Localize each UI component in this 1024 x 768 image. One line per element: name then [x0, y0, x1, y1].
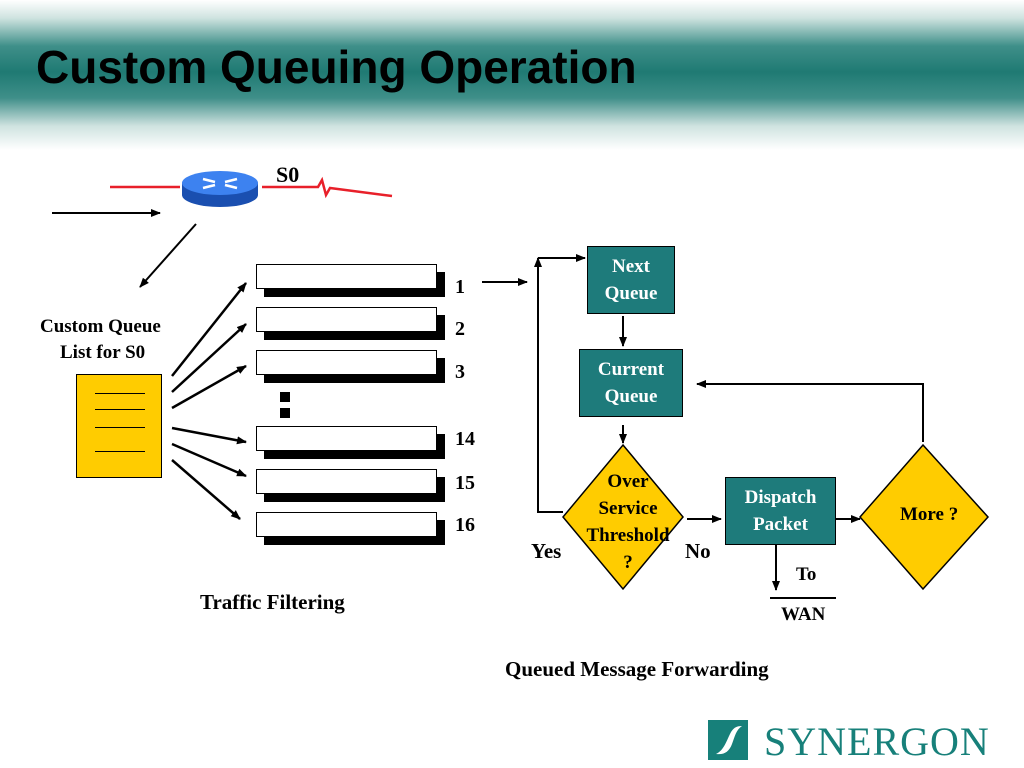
queue-bar-2 [256, 307, 445, 340]
fan-arrow-3 [171, 364, 247, 410]
synergon-logo: SYNERGON [708, 720, 1008, 764]
to-label: To [796, 564, 817, 585]
current-queue-line2: Queue [604, 386, 658, 407]
threshold-diamond [562, 443, 684, 591]
fan-arrow-14 [171, 426, 247, 445]
threshold-line1: Over [607, 471, 649, 492]
fan-arrow-16 [171, 459, 241, 520]
current-queue-line1: Current [597, 359, 665, 380]
queued-forwarding-label: Queued Message Forwarding [505, 657, 769, 681]
no-label: No [685, 539, 711, 563]
wan-label: WAN [781, 604, 826, 625]
queue-bar-14 [256, 426, 445, 459]
router-to-list-arrow [139, 223, 197, 288]
queue-number: 16 [455, 514, 475, 536]
queue-list-document-icon [76, 374, 162, 478]
queue-gap-dot [280, 408, 290, 418]
queue-number: 14 [455, 428, 475, 450]
next-queue-line2: Queue [604, 283, 658, 304]
queue-number: 3 [455, 361, 465, 383]
yes-loop-line [534, 257, 563, 513]
title-banner [0, 0, 1024, 150]
fan-arrow-1 [171, 282, 247, 377]
more-diamond [859, 443, 990, 591]
dispatch-packet-box: Dispatch Packet [725, 477, 836, 545]
threshold-line4: ? [623, 552, 633, 573]
fan-arrow-2 [171, 323, 247, 393]
next-queue-box: Next Queue [587, 246, 675, 314]
more-text: More ? [900, 504, 959, 525]
queue-list-label-line1: Custom Queue [40, 316, 161, 337]
threshold-line3: Threshold [586, 525, 670, 546]
next-queue-line1: Next [612, 256, 650, 277]
threshold-text: Over Service Threshold ? [573, 468, 683, 576]
router-icon [182, 171, 258, 207]
page-title: Custom Queuing Operation [36, 41, 637, 93]
current-queue-box: Current Queue [579, 349, 683, 417]
queue-gap-dot [280, 392, 290, 402]
queue-number: 2 [455, 318, 465, 340]
queue-bar-15 [256, 469, 445, 502]
link-serial [262, 176, 393, 199]
queue-number: 1 [455, 276, 465, 298]
synergon-logo-mark-icon [708, 720, 748, 760]
more-loop-line [696, 380, 924, 442]
traffic-filtering-label: Traffic Filtering [200, 590, 345, 614]
queue-list-label-line2: List for S0 [60, 342, 146, 363]
queue-number: 15 [455, 472, 475, 494]
threshold-line2: Service [598, 498, 658, 519]
fan-arrow-15 [171, 442, 247, 478]
dispatch-line1: Dispatch [744, 487, 817, 508]
dispatch-line2: Packet [753, 514, 808, 535]
queue-bar-16 [256, 512, 445, 545]
interface-label: S0 [276, 162, 300, 187]
queue-bar-3 [256, 350, 445, 383]
synergon-logo-text: SYNERGON [764, 719, 990, 764]
yes-label: Yes [531, 539, 562, 563]
queue-bar-1 [256, 264, 445, 297]
